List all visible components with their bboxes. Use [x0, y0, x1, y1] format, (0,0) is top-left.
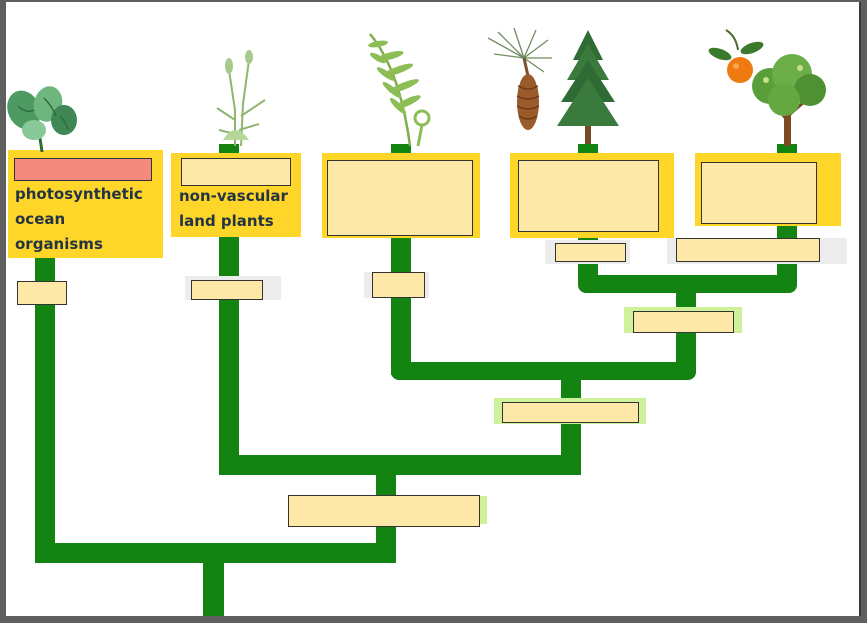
label-line: land plants	[179, 212, 274, 230]
branch-base-horizontal	[35, 543, 396, 563]
answer-box-group2-name[interactable]	[181, 158, 291, 186]
stub-conifer	[578, 144, 598, 154]
answer-box-trait-algae[interactable]	[17, 281, 67, 305]
answer-box-node-1[interactable]	[288, 495, 480, 527]
deciduous-tree-icon	[752, 54, 826, 146]
algae-icon	[7, 86, 77, 153]
branch-node-3-horizontal	[578, 275, 797, 293]
stub-flowering	[777, 144, 797, 154]
label-photosynthetic-ocean-organisms: photosynthetic ocean organisms	[15, 182, 143, 257]
branch-node-2-horizontal	[391, 362, 696, 380]
label-line: non-vascular	[179, 187, 288, 205]
stem-fern	[391, 235, 411, 375]
label-line: ocean	[15, 210, 66, 228]
label-line: photosynthetic	[15, 185, 143, 203]
answer-box-trait-flowering[interactable]	[676, 238, 820, 262]
answer-box-group3-name[interactable]	[327, 160, 473, 236]
conifer-tree-icon	[557, 30, 619, 144]
answer-box-trait-moss[interactable]	[191, 280, 263, 300]
answer-box-trait-fern[interactable]	[372, 272, 425, 298]
fern-icon	[368, 33, 431, 147]
answer-box-trait-conifer[interactable]	[555, 243, 626, 262]
label-non-vascular-land-plants: non-vascular land plants	[179, 184, 288, 234]
root-stem	[203, 555, 224, 616]
orange-fruit-icon	[708, 29, 764, 83]
branch-node-1-horizontal	[219, 455, 581, 475]
answer-box-group4-name[interactable]	[518, 160, 659, 232]
answer-box-node-2[interactable]	[502, 402, 639, 423]
pine-cone-icon	[487, 27, 552, 130]
answer-box-group5-name[interactable]	[701, 162, 817, 224]
stub-fern	[391, 144, 411, 154]
stem-moss	[219, 233, 239, 467]
label-line: organisms	[15, 235, 103, 253]
stem-algae	[35, 255, 55, 555]
moss-icon	[216, 50, 266, 147]
answer-box-group1-name[interactable]	[14, 158, 152, 181]
answer-box-node-3[interactable]	[633, 311, 734, 333]
